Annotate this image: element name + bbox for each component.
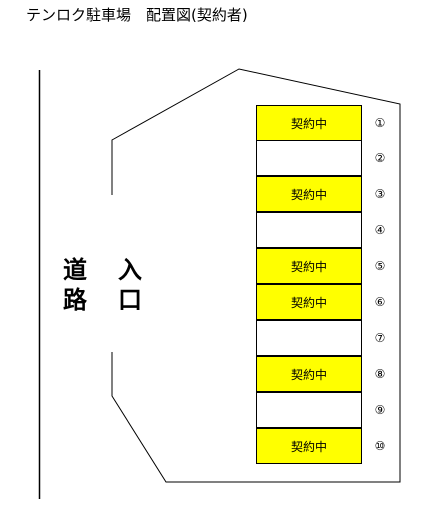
lot-boundary-top — [111, 68, 401, 465]
parking-stall — [256, 212, 362, 248]
stall-status-label: 契約中 — [290, 116, 327, 131]
parking-stall: 契約中 — [256, 176, 362, 212]
stall-number: ④ — [374, 223, 386, 237]
page-title: テンロク駐車場 配置図(契約者) — [26, 6, 248, 24]
parking-stall: 契約中 — [256, 428, 362, 464]
road-label-line1: 道 — [63, 256, 87, 284]
parking-stall — [256, 140, 362, 176]
stall-number: ⑦ — [374, 331, 386, 345]
stall-number: ⑤ — [374, 259, 386, 273]
parking-stall: 契約中 — [256, 356, 362, 392]
entrance-label: 入 口 — [115, 255, 145, 315]
stall-number: ① — [374, 116, 386, 130]
road-label-line2: 路 — [63, 286, 87, 314]
parking-stall — [256, 320, 362, 356]
stall-number: ⑩ — [374, 439, 386, 453]
stall-status-label: 契約中 — [290, 187, 327, 202]
lot-boundary-bottom — [111, 352, 401, 483]
stall-number: ② — [374, 151, 386, 165]
stall-number: ⑧ — [374, 367, 386, 381]
stall-status-label: 契約中 — [290, 295, 327, 310]
stall-number: ⑨ — [374, 403, 386, 417]
stall-status-label: 契約中 — [290, 259, 327, 274]
entrance-label-line2: 口 — [118, 286, 142, 314]
stall-number: ③ — [374, 187, 386, 201]
stall-status-label: 契約中 — [290, 367, 327, 382]
parking-stall: 契約中 — [256, 248, 362, 284]
parking-stall — [256, 392, 362, 428]
stall-number: ⑥ — [374, 295, 386, 309]
parking-stall: 契約中 — [256, 105, 362, 141]
road-label: 道 路 — [60, 255, 90, 315]
entrance-label-line1: 入 — [118, 256, 142, 284]
parking-stall: 契約中 — [256, 284, 362, 320]
stall-status-label: 契約中 — [290, 439, 327, 454]
